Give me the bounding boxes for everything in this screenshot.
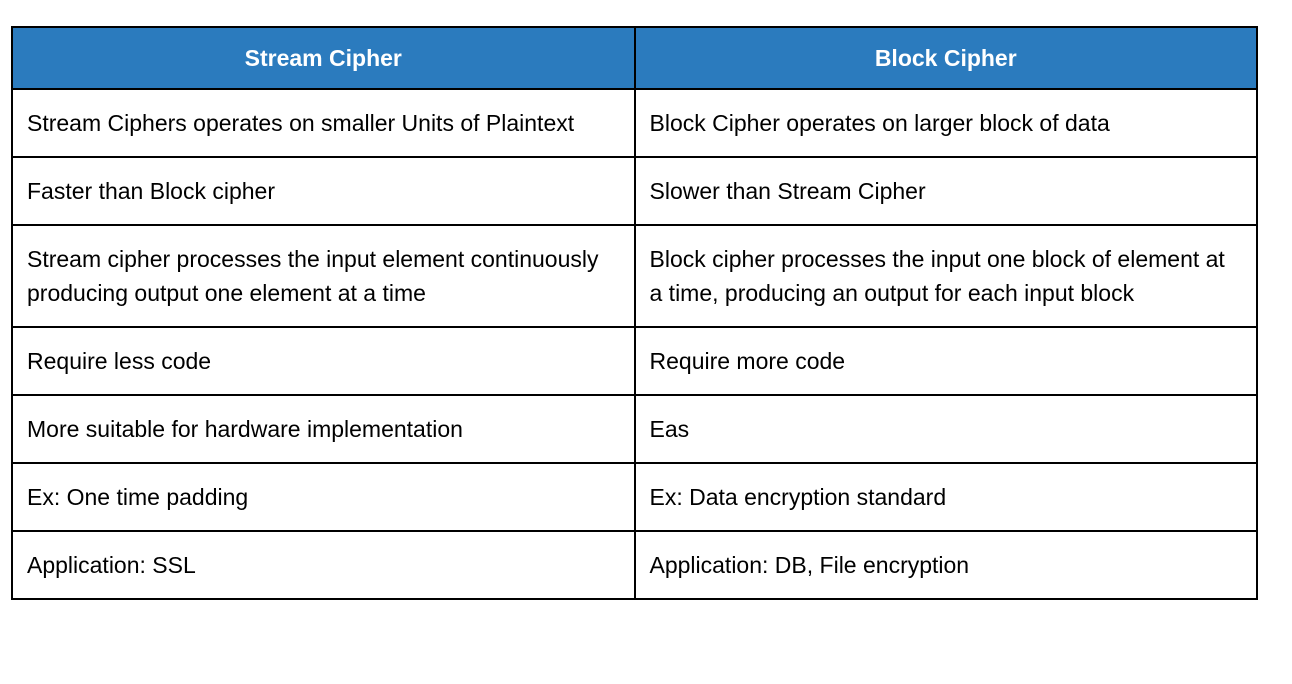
cipher-comparison-table: Stream Cipher Block Cipher Stream Cipher…: [11, 26, 1258, 600]
table-row: Ex: One time padding Ex: Data encryption…: [11, 462, 1258, 532]
column-header-block-cipher: Block Cipher: [633, 26, 1258, 90]
cell-block: Slower than Stream Cipher: [633, 156, 1258, 226]
cell-block: Ex: Data encryption standard: [633, 462, 1258, 532]
table-row: Faster than Block cipher Slower than Str…: [11, 156, 1258, 226]
column-header-stream-cipher: Stream Cipher: [11, 26, 636, 90]
header-row: Stream Cipher Block Cipher: [11, 26, 1258, 90]
table-row: Require less code Require more code: [11, 326, 1258, 396]
cell-stream: Stream Ciphers operates on smaller Units…: [11, 88, 636, 158]
cell-stream: Require less code: [11, 326, 636, 396]
table-row: Application: SSL Application: DB, File e…: [11, 530, 1258, 600]
table-row: Stream cipher processes the input elemen…: [11, 224, 1258, 328]
cell-block: Block Cipher operates on larger block of…: [633, 88, 1258, 158]
table-row: More suitable for hardware implementatio…: [11, 394, 1258, 464]
cell-block: Eas: [633, 394, 1258, 464]
cell-stream: Application: SSL: [11, 530, 636, 600]
cell-stream: Stream cipher processes the input elemen…: [11, 224, 636, 328]
cell-stream: Faster than Block cipher: [11, 156, 636, 226]
cell-block: Application: DB, File encryption: [633, 530, 1258, 600]
cell-stream: Ex: One time padding: [11, 462, 636, 532]
cell-stream: More suitable for hardware implementatio…: [11, 394, 636, 464]
cell-block: Require more code: [633, 326, 1258, 396]
table-row: Stream Ciphers operates on smaller Units…: [11, 88, 1258, 158]
cell-block: Block cipher processes the input one blo…: [633, 224, 1258, 328]
